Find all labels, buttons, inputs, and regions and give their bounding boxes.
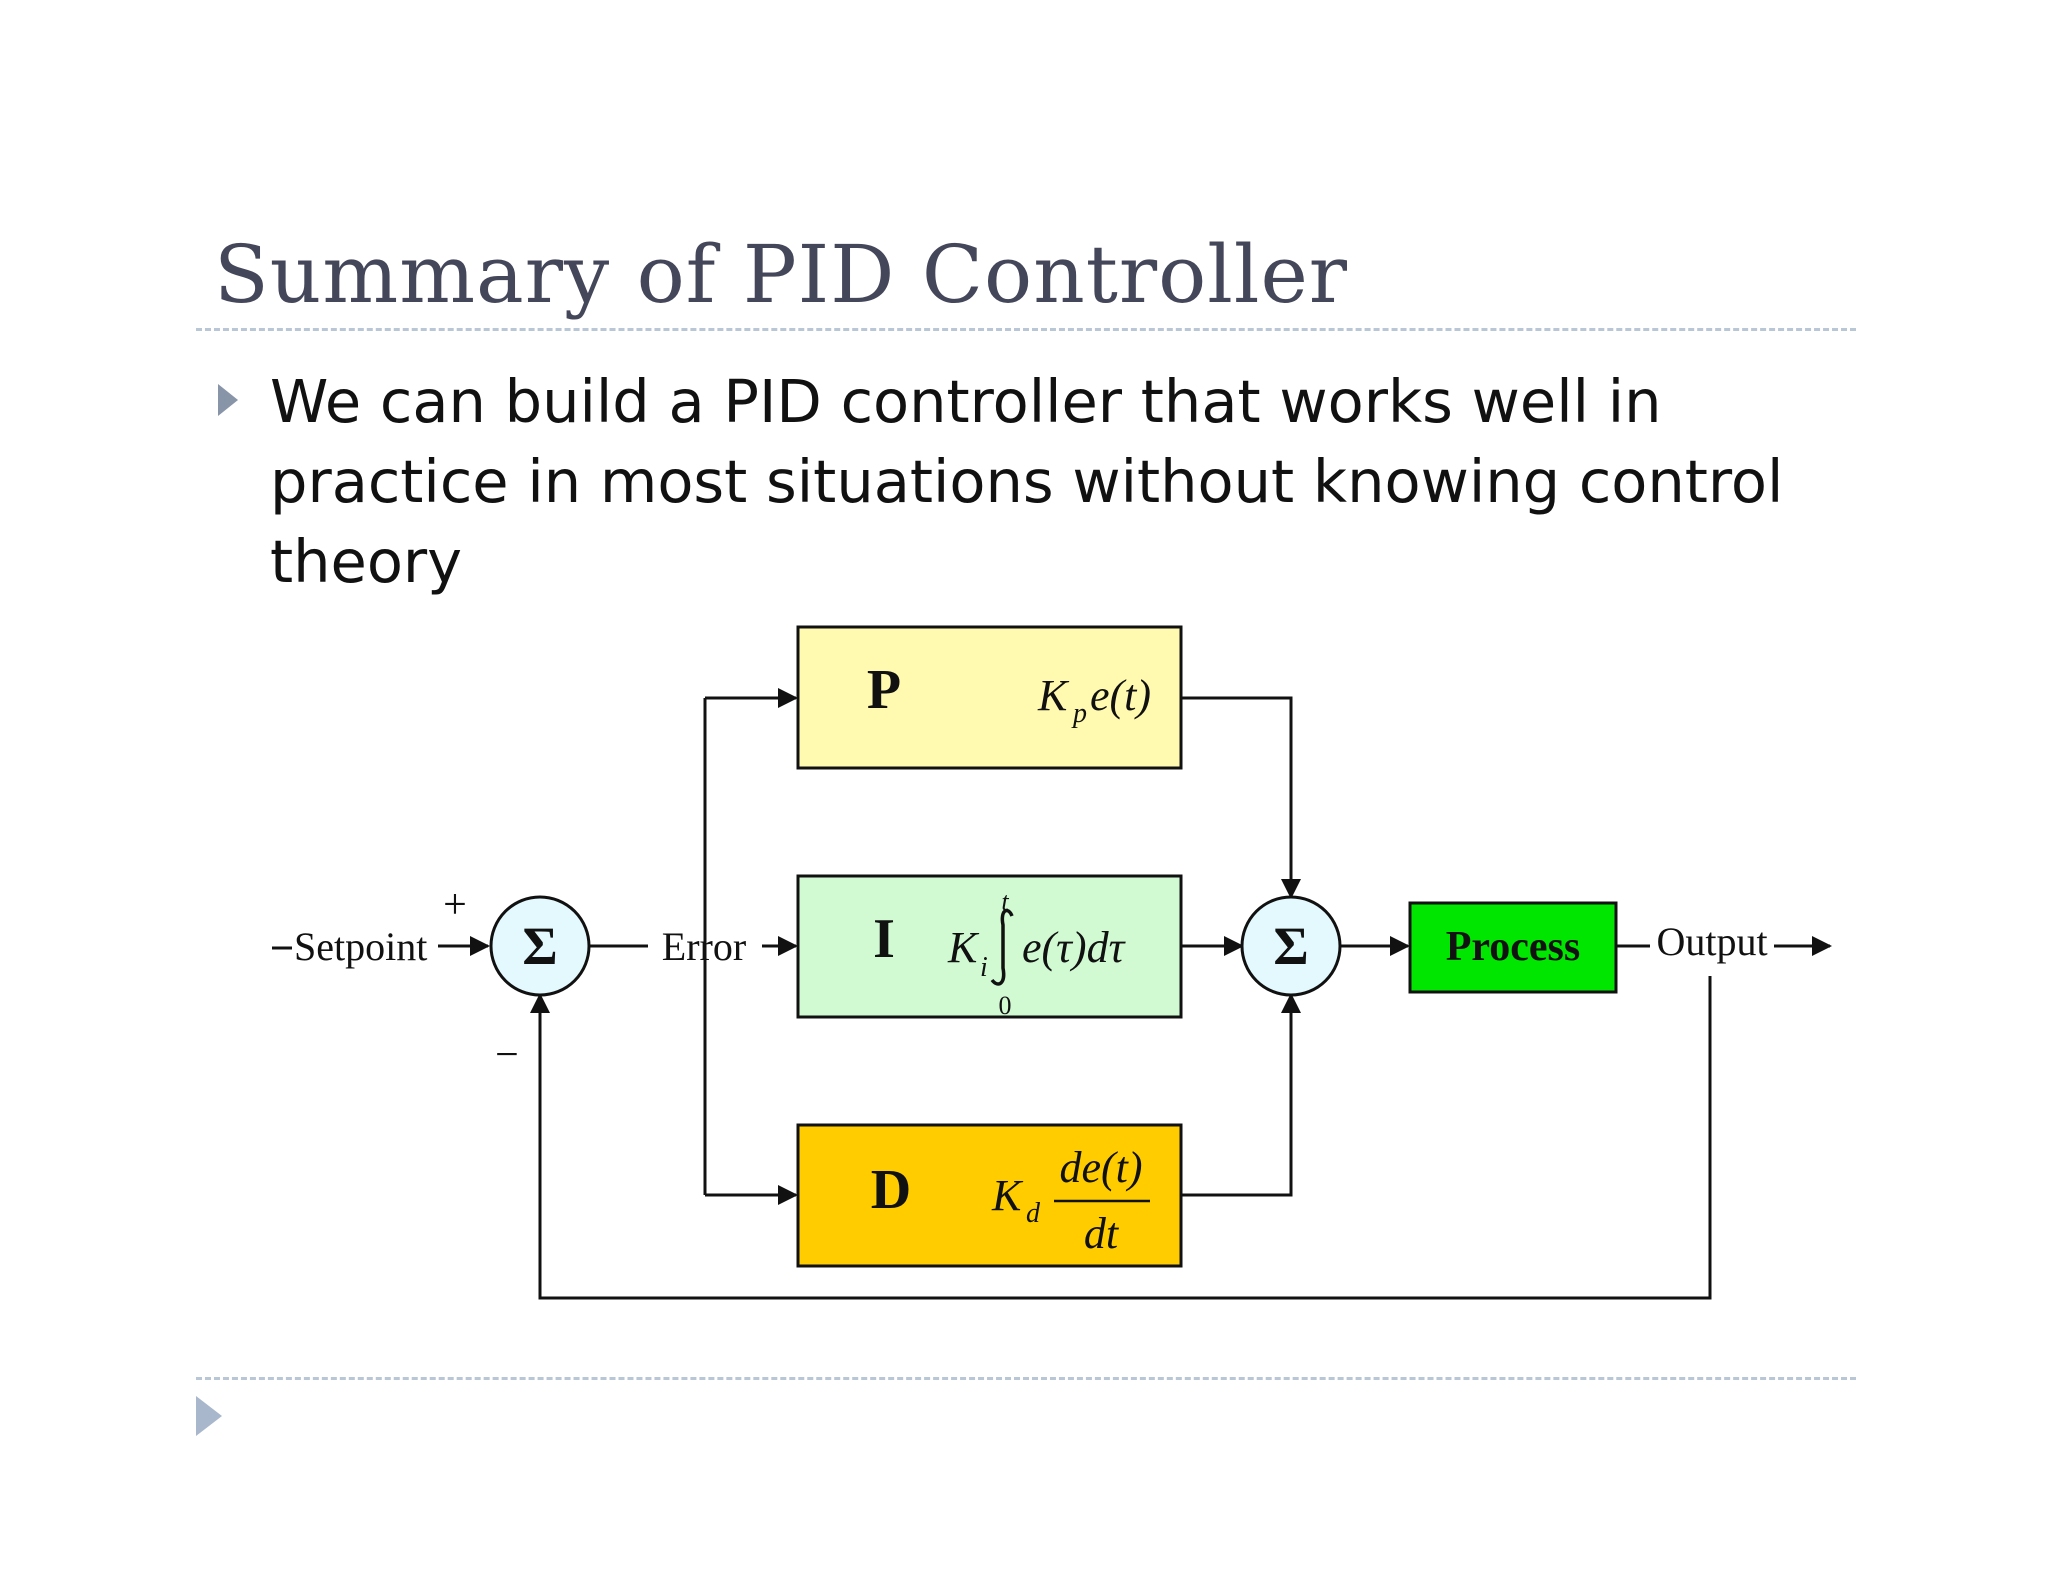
plus-sign: + bbox=[443, 882, 467, 928]
i-gain-subscript: i bbox=[980, 952, 988, 983]
footer-arrow-icon bbox=[196, 1396, 222, 1436]
output-summing-junction: Σ bbox=[1240, 895, 1342, 997]
bullet-arrow-icon bbox=[218, 384, 238, 416]
p-block-letter: P bbox=[867, 659, 901, 721]
i-block-box bbox=[796, 874, 1183, 1019]
p-block-box bbox=[796, 625, 1183, 770]
setpoint-label: Setpoint bbox=[294, 924, 427, 969]
d-numerator: de(t) bbox=[1059, 1143, 1142, 1192]
p-to-sum-arrow bbox=[1181, 696, 1301, 899]
i-term: e(τ)dτ bbox=[1022, 923, 1127, 972]
input-sum-symbol: Σ bbox=[522, 916, 557, 976]
feedback-arrow bbox=[530, 976, 1712, 1300]
p-block: P K p e(t) bbox=[796, 625, 1183, 770]
d-gain-symbol: K bbox=[991, 1171, 1024, 1220]
minus-sign: − bbox=[495, 1032, 519, 1078]
slide-title: Summary of PID Controller bbox=[214, 228, 1349, 321]
input-summing-junction: Σ bbox=[489, 895, 591, 997]
output-sum-circle bbox=[1240, 895, 1342, 997]
d-to-sum-arrow bbox=[1181, 993, 1301, 1197]
p-term: e(t) bbox=[1090, 671, 1151, 720]
integral-sign bbox=[990, 908, 1014, 986]
integral-upper-limit: t bbox=[1001, 887, 1009, 916]
d-gain-subscript: d bbox=[1026, 1198, 1041, 1229]
i-block: I K i t 0 e(τ)dτ bbox=[796, 874, 1183, 1020]
d-block: D K d de(t) dt bbox=[796, 1123, 1183, 1268]
connector-lines bbox=[438, 688, 1832, 1300]
p-gain-subscript: p bbox=[1071, 698, 1087, 729]
footer-divider bbox=[196, 1377, 1856, 1380]
d-denominator: dt bbox=[1084, 1209, 1120, 1258]
title-divider bbox=[196, 328, 1856, 331]
output-label: Output bbox=[1656, 919, 1767, 964]
d-block-letter: D bbox=[871, 1159, 911, 1221]
process-block: Process bbox=[1408, 901, 1618, 994]
bullet-text: We can build a PID controller that works… bbox=[270, 367, 1784, 596]
error-label: Error bbox=[662, 924, 746, 969]
i-block-letter: I bbox=[873, 908, 895, 970]
i-gain-symbol: K bbox=[947, 923, 980, 972]
output-sum-symbol: Σ bbox=[1273, 916, 1308, 976]
input-sum-circle bbox=[489, 895, 591, 997]
p-gain-symbol: K bbox=[1037, 671, 1070, 720]
process-block-box bbox=[1408, 901, 1618, 994]
d-block-box bbox=[796, 1123, 1183, 1268]
integral-lower-limit: 0 bbox=[999, 991, 1012, 1020]
process-label: Process bbox=[1446, 924, 1581, 970]
